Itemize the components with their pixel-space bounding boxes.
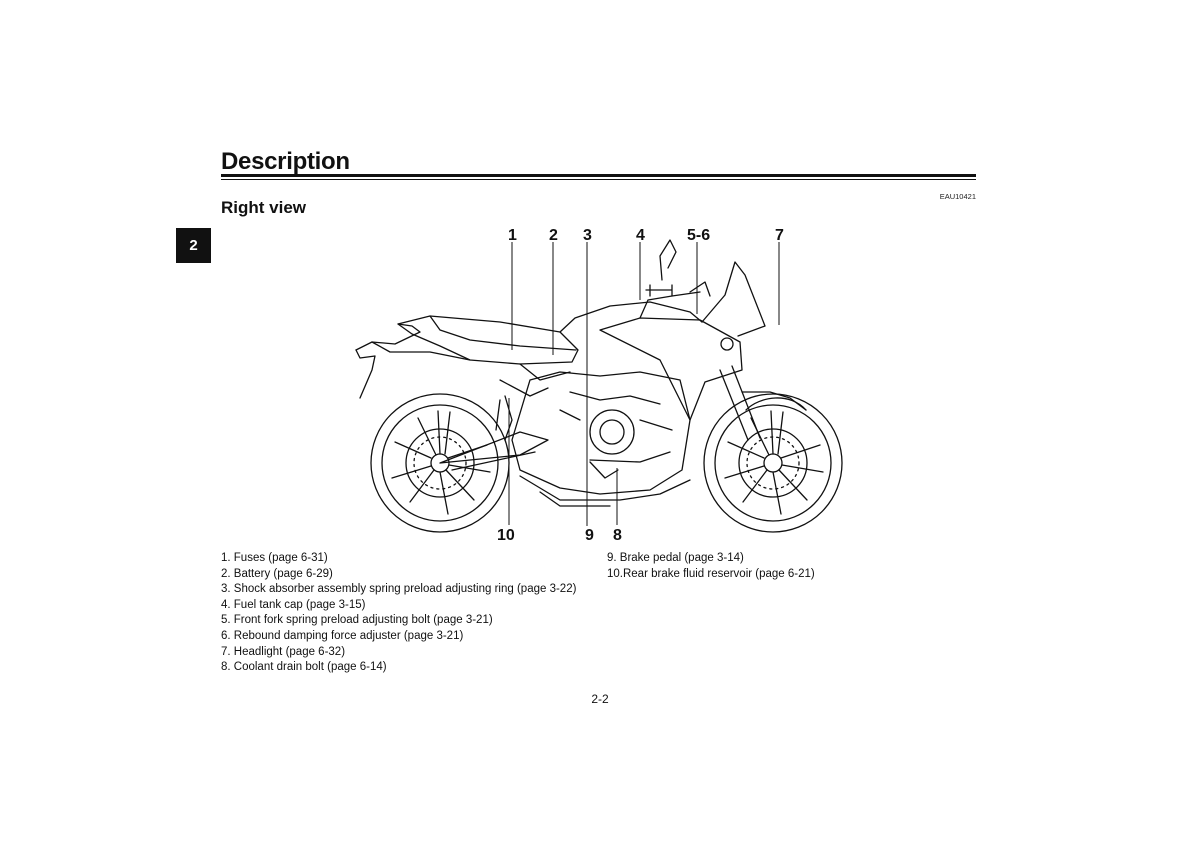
callout-1: 1 (508, 227, 517, 244)
callout-9: 9 (585, 527, 594, 544)
legend-item: 7. Headlight (page 6-32) (221, 645, 346, 658)
legend-item: 8. Coolant drain bolt (page 6-14) (221, 661, 387, 674)
callout-7: 7 (775, 227, 784, 244)
section-subtitle: Right view (221, 198, 307, 217)
legend-item: 2. Battery (page 6-29) (221, 567, 333, 580)
legend-item: 6. Rebound damping force adjuster (page … (221, 629, 464, 642)
chapter-tab: 2 (176, 228, 211, 263)
legend-item: 3. Shock absorber assembly spring preloa… (221, 583, 577, 596)
legend-item: 10.Rear brake fluid reservoir (page 6-21… (607, 567, 815, 580)
page-title: Description (221, 148, 350, 175)
motorcycle-right-view-icon: 1 2 3 4 5-6 7 10 9 8 (355, 227, 843, 544)
title-rule-thin (221, 179, 976, 180)
parts-legend-left: 1. Fuses (page 6-31) 2. Battery (page 6-… (221, 551, 576, 676)
callout-5-6: 5-6 (687, 227, 710, 244)
page-number: 2-2 (591, 692, 609, 706)
parts-legend-right: 9. Brake pedal (page 3-14) 10.Rear brake… (607, 551, 815, 582)
legend-item: 4. Fuel tank cap (page 3-15) (221, 598, 366, 611)
reference-code: EAU10421 (939, 192, 976, 201)
legend-item: 1. Fuses (page 6-31) (221, 552, 328, 564)
callout-10: 10 (497, 527, 515, 544)
callout-2: 2 (549, 227, 558, 244)
callout-4: 4 (636, 227, 645, 244)
callout-3: 3 (583, 227, 592, 244)
title-rule-thick (221, 174, 976, 177)
callout-8: 8 (613, 527, 622, 544)
legend-item: 5. Front fork spring preload adjusting b… (221, 614, 493, 627)
legend-item: 9. Brake pedal (page 3-14) (607, 552, 744, 564)
